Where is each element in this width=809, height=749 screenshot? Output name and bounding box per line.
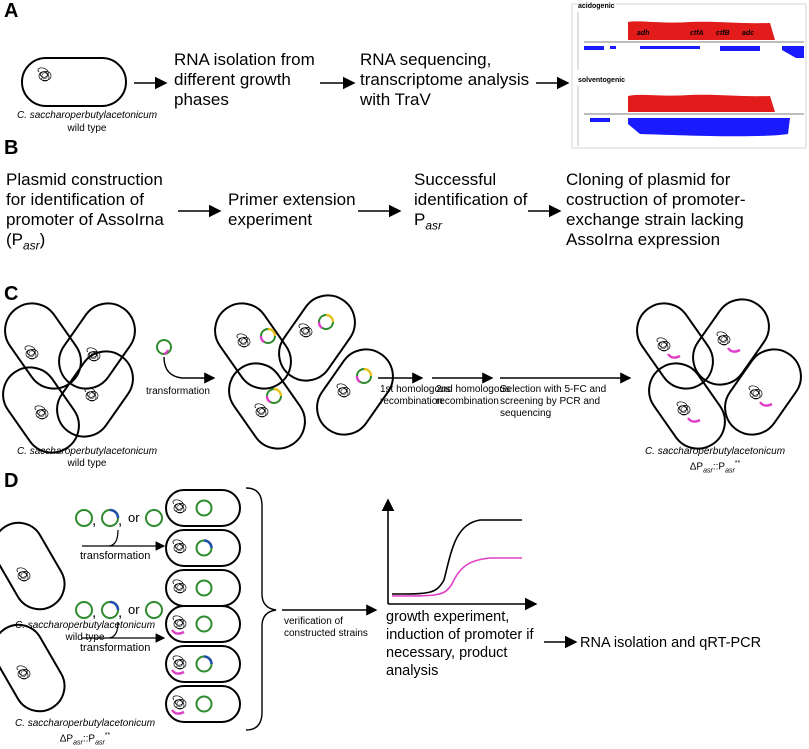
coverage-minus-acidogenic bbox=[584, 46, 804, 58]
step-identification: Successful identification of Pasr bbox=[414, 170, 528, 233]
step-cloning: Cloning of plasmid for costruction of pr… bbox=[566, 170, 746, 249]
growth-curve-black bbox=[391, 519, 522, 595]
verification-label: verification of constructed strains bbox=[284, 616, 368, 639]
cell-cluster-mutant bbox=[636, 298, 802, 450]
arrow-d1 bbox=[82, 529, 166, 551]
strain-label-d-mut: ΔPasr::Pasr** bbox=[59, 732, 111, 747]
step-rna-isolation: RNA isolation from different growth phas… bbox=[174, 50, 315, 109]
arrow-c1 bbox=[163, 356, 216, 384]
track-label-solventogenic: solventogenic bbox=[578, 77, 626, 84]
strain-label-c-mut: ΔPasr::Pasr** bbox=[689, 460, 741, 475]
growth-curve-magenta bbox=[391, 557, 522, 597]
panel-label-d: D bbox=[4, 470, 19, 492]
step-rna-seq: RNA sequencing, transcriptome analysis w… bbox=[360, 50, 530, 109]
plasmid-or-2: or bbox=[128, 602, 140, 617]
gene-label-adc: adc bbox=[742, 30, 755, 37]
final-step-label: RNA isolation and qRT-PCR bbox=[580, 635, 762, 651]
cell-stack-mut bbox=[165, 605, 241, 723]
transformation-label-d2: transformation bbox=[80, 642, 151, 654]
plasmid-icon-4 bbox=[75, 601, 93, 619]
species-label-c-wt: C. saccharoperbutylacetonicum bbox=[16, 446, 158, 457]
bacterium-cell-d-mut bbox=[0, 623, 66, 713]
chromosome-icon bbox=[37, 67, 52, 82]
step-plasmid-construction: Plasmid construction for identification … bbox=[6, 170, 164, 253]
step-primer-extension: Primer extension experiment bbox=[228, 190, 356, 229]
cell-cluster-wt bbox=[2, 302, 136, 454]
gene-label-ctfb: ctfB bbox=[716, 30, 730, 37]
plasmid-icon-6 bbox=[145, 601, 163, 619]
coverage-plus-solventogenic bbox=[628, 94, 775, 112]
species-label-c-mut: C. saccharoperbutylacetonicum bbox=[644, 446, 786, 457]
coverage-track-image bbox=[571, 3, 807, 149]
plasmid-icon-1 bbox=[75, 509, 93, 527]
transformation-label-c: transformation bbox=[146, 386, 210, 397]
transformation-label-d1: transformation bbox=[80, 550, 151, 562]
bacterium-cell-d-wt bbox=[0, 521, 66, 611]
bacterium-cell-a bbox=[21, 57, 127, 107]
panel-label-a: A bbox=[4, 0, 19, 22]
plasmid-sep-2: , bbox=[118, 512, 123, 529]
plasmid-icon-3 bbox=[145, 509, 163, 527]
species-label-d-mut: C. saccharoperbutylacetonicum bbox=[14, 718, 156, 729]
strain-label-d-wt: wild type bbox=[65, 632, 105, 643]
growth-experiment-label: growth experiment, induction of promoter… bbox=[386, 609, 534, 679]
rec2-label: 2nd homologous recombination bbox=[436, 384, 510, 407]
species-label-d-wt: C. saccharoperbutylacetonicum bbox=[14, 620, 156, 631]
species-label-a: C. saccharoperbutylacetonicum bbox=[16, 110, 158, 121]
plasmid-or-1: or bbox=[128, 510, 140, 525]
arrow-d2 bbox=[82, 621, 166, 643]
plasmid-sep-3: , bbox=[92, 604, 97, 621]
gene-label-ctfa: ctfA bbox=[690, 30, 704, 37]
track-label-acidogenic: acidogenic bbox=[578, 3, 615, 10]
coverage-plus-acidogenic bbox=[628, 21, 775, 40]
selection-label: Selection with 5-FC and screening by PCR… bbox=[500, 384, 607, 419]
strain-label-c-wt: wild type bbox=[67, 458, 107, 469]
curly-brace bbox=[245, 487, 277, 731]
plasmid-icon bbox=[156, 339, 172, 355]
gene-label-adh: adh bbox=[637, 30, 650, 37]
cell-cluster-transformed bbox=[214, 294, 394, 450]
rec1-label: 1st homologous recombination bbox=[380, 384, 451, 407]
panel-label-b: B bbox=[4, 137, 19, 159]
growth-curve-plot bbox=[381, 498, 538, 611]
strain-label-a: wild type bbox=[67, 123, 107, 134]
coverage-minus-solventogenic bbox=[590, 118, 790, 137]
plasmid-sep-4: , bbox=[118, 604, 123, 621]
plasmid-sep-1: , bbox=[92, 512, 97, 529]
cell-stack-wt bbox=[165, 489, 241, 607]
panel-label-c: C bbox=[4, 283, 19, 305]
